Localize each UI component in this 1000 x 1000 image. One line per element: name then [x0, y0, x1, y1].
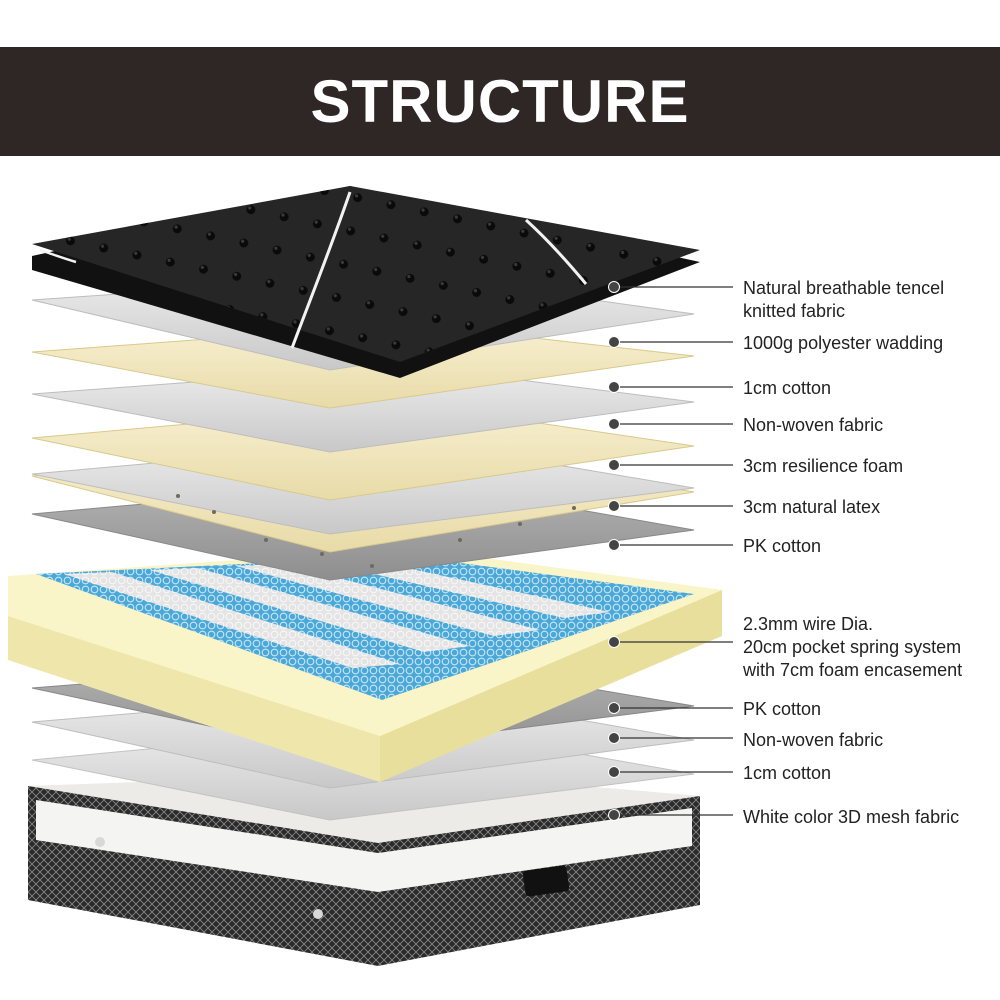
leader-dot-pk-cotton-bottom: [608, 702, 620, 714]
label-pk-cotton-bottom: PK cotton: [743, 699, 822, 719]
leader-dot-nonwoven-bottom: [608, 732, 620, 744]
spring-unit: [8, 548, 722, 782]
label-spring-system: 2.3mm wire Dia.20cm pocket spring system…: [743, 614, 963, 680]
leader-dot-cotton-top: [608, 381, 620, 393]
leader-dot-pk-cotton-top: [608, 539, 620, 551]
label-resilience-foam: 3cm resilience foam: [743, 456, 904, 476]
label-cotton-bottom: 1cm cotton: [743, 763, 832, 783]
label-cotton-top: 1cm cotton: [743, 378, 832, 398]
leader-dot-nonwoven-top: [608, 418, 620, 430]
leader-dot-cotton-bottom: [608, 766, 620, 778]
leader-lines: [608, 281, 733, 821]
page-title: STRUCTURE: [310, 68, 690, 135]
leader-dot-wadding: [608, 336, 620, 348]
title-banner: STRUCTURE: [0, 47, 1000, 156]
label-nonwoven-top: Non-woven fabric: [743, 415, 884, 435]
leader-dot-resilience-foam: [608, 459, 620, 471]
label-mesh: White color 3D mesh fabric: [743, 807, 960, 827]
label-pk-cotton-top: PK cotton: [743, 536, 822, 556]
leader-dot-tencel: [608, 281, 620, 293]
label-wadding: 1000g polyester wadding: [743, 333, 944, 353]
leader-dot-mesh: [608, 809, 620, 821]
leader-dot-latex: [608, 500, 620, 512]
leader-dot-spring-system: [608, 636, 620, 648]
latex-holes: [176, 494, 576, 568]
label-latex: 3cm natural latex: [743, 497, 881, 517]
label-nonwoven-bottom: Non-woven fabric: [743, 730, 884, 750]
layer-tencel-top: [32, 186, 700, 378]
